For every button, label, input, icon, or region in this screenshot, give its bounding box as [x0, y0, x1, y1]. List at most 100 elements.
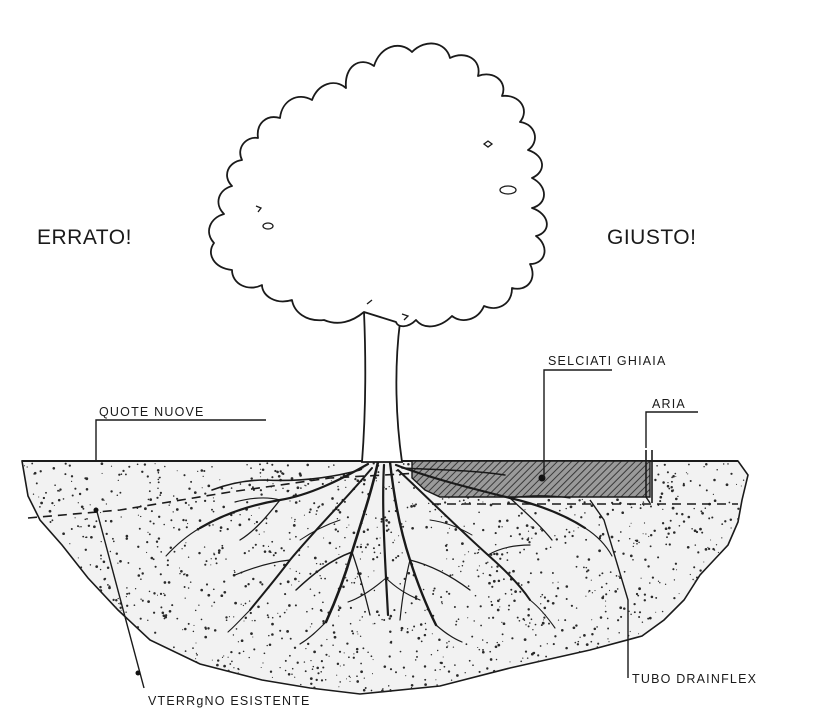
soil-speckle [216, 664, 219, 667]
soil-speckle [221, 547, 223, 549]
soil-speckle [294, 647, 296, 649]
soil-speckle [294, 519, 296, 521]
soil-speckle [544, 607, 547, 610]
soil-speckle [82, 508, 84, 510]
soil-speckle [246, 464, 247, 465]
soil-speckle [63, 498, 65, 500]
soil-speckle [690, 574, 691, 575]
soil-speckle [234, 602, 237, 605]
soil-speckle [374, 590, 375, 591]
soil-speckle [547, 643, 548, 644]
soil-speckle [650, 534, 652, 536]
soil-speckle [78, 557, 79, 558]
soil-speckle [543, 617, 545, 619]
soil-speckle [260, 472, 262, 474]
soil-speckle [486, 667, 488, 669]
soil-speckle [535, 624, 537, 626]
soil-speckle [185, 650, 187, 652]
soil-speckle [259, 534, 260, 535]
soil-speckle [261, 583, 263, 585]
soil-speckle [305, 485, 306, 486]
soil-speckle [250, 477, 252, 479]
soil-speckle [634, 611, 636, 613]
soil-speckle [687, 473, 688, 474]
soil-speckle [403, 463, 405, 465]
soil-speckle [190, 481, 192, 483]
soil-speckle [264, 531, 265, 532]
soil-speckle [415, 659, 417, 661]
soil-speckle [488, 617, 490, 619]
soil-speckle [353, 657, 355, 659]
soil-speckle [223, 665, 226, 668]
soil-speckle [350, 677, 351, 678]
soil-speckle [673, 531, 676, 534]
soil-speckle [466, 643, 468, 645]
soil-speckle [322, 601, 324, 603]
soil-speckle [118, 598, 119, 599]
soil-speckle [441, 516, 442, 517]
soil-speckle [344, 652, 345, 653]
soil-speckle [335, 562, 337, 564]
soil-speckle [621, 511, 624, 514]
soil-speckle [570, 506, 573, 509]
soil-speckle [643, 533, 644, 534]
soil-speckle [523, 549, 525, 551]
soil-speckle [215, 558, 217, 560]
soil-speckle [128, 466, 130, 468]
soil-speckle [160, 593, 162, 595]
soil-speckle [176, 618, 178, 620]
soil-speckle [671, 490, 674, 493]
soil-speckle [462, 561, 464, 563]
soil-speckle [402, 552, 403, 553]
soil-speckle [322, 620, 324, 622]
soil-speckle [357, 633, 358, 634]
soil-speckle [337, 509, 339, 511]
soil-speckle [213, 500, 215, 502]
soil-speckle [288, 673, 291, 676]
soil-speckle [118, 474, 120, 476]
soil-speckle [497, 609, 500, 612]
soil-speckle [568, 531, 570, 533]
soil-speckle [527, 657, 529, 659]
soil-speckle [367, 529, 369, 531]
soil-speckle [631, 523, 632, 524]
soil-speckle [683, 484, 685, 486]
soil-speckle [499, 558, 501, 560]
soil-speckle [305, 648, 306, 649]
soil-speckle [268, 546, 269, 547]
soil-speckle [492, 617, 494, 619]
soil-speckle [359, 620, 360, 621]
soil-speckle [374, 552, 376, 554]
soil-speckle [118, 480, 119, 481]
soil-speckle [164, 618, 166, 620]
soil-speckle [255, 529, 257, 531]
soil-speckle [322, 483, 324, 485]
soil-speckle [557, 587, 559, 589]
soil-speckle [305, 630, 308, 633]
soil-speckle [247, 583, 249, 585]
soil-speckle [435, 679, 436, 680]
soil-speckle [576, 556, 578, 558]
soil-speckle [383, 619, 385, 621]
soil-speckle [390, 531, 392, 533]
soil-speckle [528, 625, 530, 627]
soil-speckle [519, 620, 521, 622]
soil-speckle [193, 625, 194, 626]
soil-speckle [165, 614, 167, 616]
soil-speckle [319, 592, 321, 594]
soil-speckle [208, 524, 210, 526]
soil-speckle [279, 616, 281, 618]
soil-speckle [140, 578, 142, 580]
tree-canopy [209, 43, 547, 326]
soil-speckle [392, 542, 394, 544]
soil-speckle [185, 519, 187, 521]
soil-speckle [163, 593, 164, 594]
soil-speckle [662, 509, 663, 510]
soil-speckle [491, 586, 493, 588]
soil-speckle [647, 565, 649, 567]
soil-speckle [363, 689, 366, 692]
soil-speckle [630, 555, 633, 558]
soil-speckle [59, 490, 60, 491]
soil-speckle [630, 614, 631, 615]
soil-speckle [372, 558, 374, 560]
